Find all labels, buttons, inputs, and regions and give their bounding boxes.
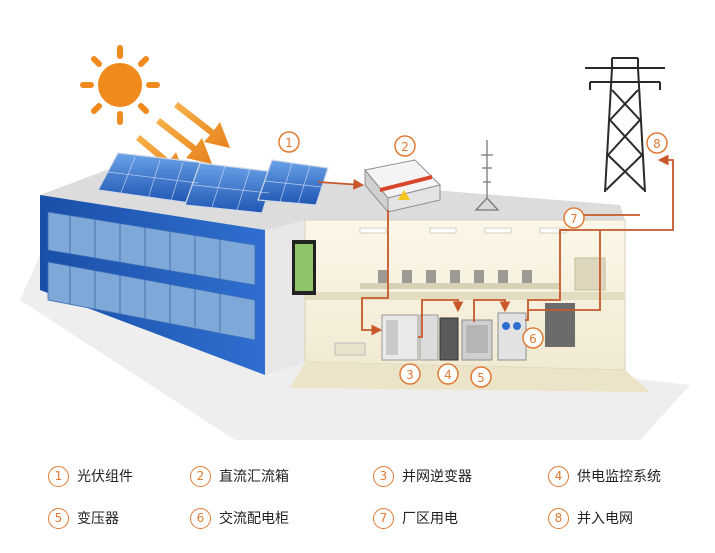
svg-text:2: 2 xyxy=(401,140,409,154)
legend-item-plant-load: 7 厂区用电 xyxy=(373,505,458,531)
callout-8: 8 xyxy=(646,132,668,154)
legend-label: 变压器 xyxy=(77,511,119,527)
callout-3: 3 xyxy=(399,363,421,385)
legend-badge: 1 xyxy=(48,465,69,487)
legend-badge: 5 xyxy=(48,507,69,529)
callout-4: 4 xyxy=(437,363,459,385)
svg-text:1: 1 xyxy=(285,136,293,150)
legend-badge: 2 xyxy=(190,465,211,487)
svg-text:8: 8 xyxy=(653,137,661,151)
callout-5: 5 xyxy=(470,366,492,388)
callout-7: 7 xyxy=(563,207,585,229)
wall-tv xyxy=(292,240,316,295)
pv-system-illustration: 1 2 3 4 5 6 7 8 xyxy=(20,45,690,440)
legend-item-ac-distribution: 6 交流配电柜 xyxy=(190,505,289,531)
window-strips xyxy=(47,211,256,341)
legend-badge: 6 xyxy=(190,507,211,529)
legend-item-monitoring: 4 供电监控系统 xyxy=(548,463,661,489)
legend-item-dc-combiner: 2 直流汇流箱 xyxy=(190,463,289,489)
legend-badge: 7 xyxy=(373,507,394,529)
legend-label: 并网逆变器 xyxy=(402,469,472,485)
legend-label: 光伏组件 xyxy=(77,469,133,485)
legend-label: 厂区用电 xyxy=(402,511,458,527)
pv-panel-array xyxy=(97,152,329,214)
legend-label: 供电监控系统 xyxy=(577,469,661,485)
antenna-icon xyxy=(474,140,500,211)
legend-item-grid-connection: 8 并入电网 xyxy=(548,505,633,531)
svg-text:4: 4 xyxy=(444,368,452,382)
callout-2: 2 xyxy=(394,135,416,157)
equipment-cabinets xyxy=(334,303,575,361)
legend-badge: 8 xyxy=(548,507,569,529)
legend-badge: 4 xyxy=(548,465,569,487)
legend-item-inverter: 3 并网逆变器 xyxy=(373,463,472,489)
callout-6: 6 xyxy=(522,327,544,349)
dc-combiner-box xyxy=(364,159,441,214)
sun-icon xyxy=(80,45,160,125)
legend-label: 直流汇流箱 xyxy=(219,469,289,485)
legend-item-pv-modules: 1 光伏组件 xyxy=(48,463,133,489)
legend-badge: 3 xyxy=(373,465,394,487)
svg-text:6: 6 xyxy=(529,332,537,346)
svg-text:7: 7 xyxy=(570,212,578,226)
legend-label: 并入电网 xyxy=(577,511,633,527)
callout-1: 1 xyxy=(278,131,300,153)
legend-label: 交流配电柜 xyxy=(219,511,289,527)
legend: 1 光伏组件 2 直流汇流箱 3 并网逆变器 4 供电监控系统 5 变压器 6 … xyxy=(0,455,715,550)
svg-text:5: 5 xyxy=(477,371,485,385)
legend-item-transformer: 5 变压器 xyxy=(48,505,119,531)
transmission-tower-icon xyxy=(585,57,665,193)
power-flow-lines xyxy=(317,154,674,338)
svg-text:3: 3 xyxy=(406,368,414,382)
